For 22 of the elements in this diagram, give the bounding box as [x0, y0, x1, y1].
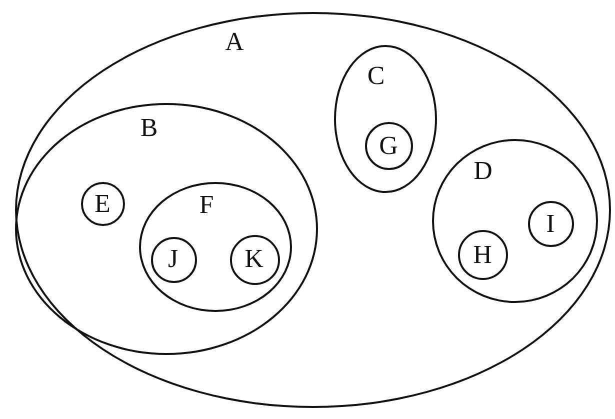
set-ellipse	[432, 138, 598, 302]
set-ellipse	[14, 102, 318, 354]
set-ellipse	[139, 182, 292, 312]
set-circle	[365, 122, 413, 170]
set-circle	[458, 230, 508, 280]
set-label: F	[199, 192, 214, 218]
set-label: H	[473, 242, 492, 268]
set-label: G	[379, 132, 398, 158]
set-label: K	[244, 246, 264, 272]
set-label: J	[168, 246, 178, 272]
set-label: A	[225, 28, 244, 54]
set-label: B	[140, 115, 158, 141]
set-label: C	[367, 63, 385, 89]
set-ellipse	[334, 44, 436, 192]
set-circle	[230, 234, 280, 284]
set-circle	[150, 236, 196, 282]
set-circle	[81, 182, 125, 226]
set-label: E	[94, 190, 110, 216]
set-circle	[528, 201, 574, 247]
set-ellipse	[15, 12, 611, 408]
set-label: D	[474, 158, 492, 184]
set-label: I	[546, 210, 555, 236]
